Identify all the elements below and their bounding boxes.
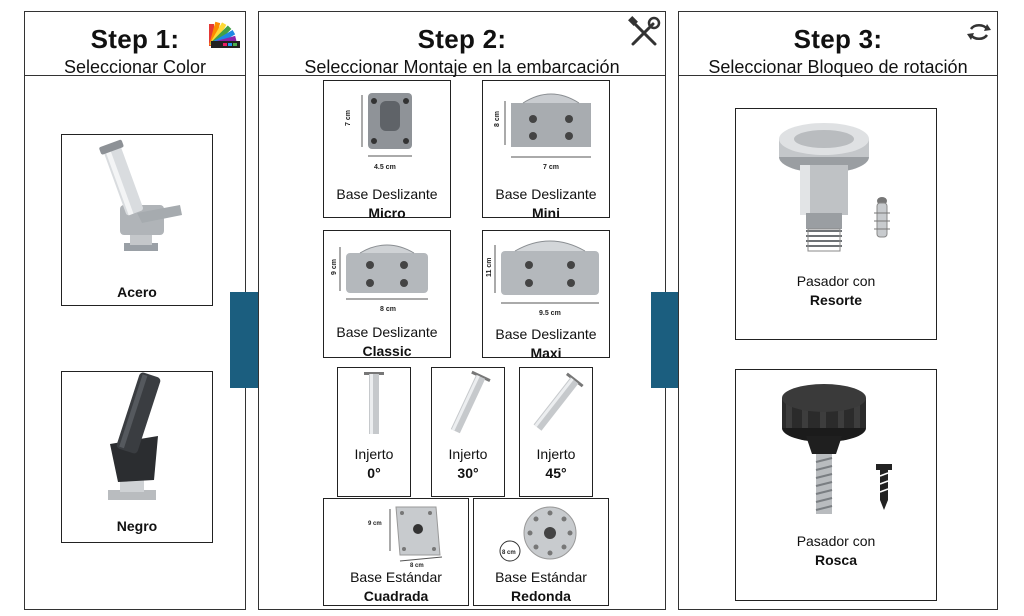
rotate-icon [967, 23, 991, 41]
lock-option-resorte[interactable]: Pasador con Resorte [735, 108, 937, 340]
micro-line2: Micro [368, 205, 406, 221]
micro-base-image: 7 cm 4.5 cm [345, 93, 412, 171]
redonda-base-image: 8 cm [499, 506, 577, 562]
resorte-line1: Pasador con [796, 273, 876, 289]
injerto-45-line2: 45° [545, 465, 567, 481]
classic-base-image: 9 cm 8 cm [331, 244, 428, 313]
micro-line1: Base Deslizante [336, 186, 438, 202]
acero-holder-image [99, 139, 182, 251]
lock-option-rosca[interactable]: Pasador con Rosca [735, 369, 937, 601]
step3-subtitle: Seleccionar Bloqueo de rotación [708, 57, 968, 77]
injerto-0-line1: Injerto [354, 446, 394, 462]
step1-subtitle: Seleccionar Color [63, 57, 207, 77]
step3-title: Step 3: [793, 24, 883, 54]
step3-header: Step 3: Seleccionar Bloqueo de rotación [679, 12, 997, 77]
redonda-line2: Redonda [511, 588, 571, 604]
classic-dim-v: 9 cm [331, 259, 338, 275]
cuadrada-line2: Cuadrada [363, 588, 429, 604]
cuadrada-base-image: 9 cm 8 cm [368, 506, 443, 569]
injerto-45-line1: Injerto [536, 446, 576, 462]
maxi-line1: Base Deslizante [495, 326, 597, 342]
mount-option-micro[interactable]: 7 cm 4.5 cm Base Deslizante Micro [323, 80, 451, 221]
step2-title: Step 2: [417, 24, 507, 54]
mount-option-injerto-30[interactable]: Injerto 30° [431, 367, 505, 497]
step1-panel: Step 1: Seleccionar Color [24, 11, 246, 610]
injerto-30-line1: Injerto [448, 446, 488, 462]
mini-base-image: 8 cm 7 cm [494, 93, 591, 171]
micro-dim-h: 4.5 cm [374, 164, 396, 171]
cuadrada-dim-v: 9 cm [368, 521, 382, 527]
mini-dim-v: 8 cm [494, 111, 501, 127]
step2-subtitle: Seleccionar Montaje en la embarcación [304, 57, 620, 77]
rosca-line1: Pasador con [796, 533, 876, 549]
step2-panel: Step 2: Seleccionar Montaje en la embarc… [258, 11, 666, 610]
step1-header: Step 1: Seleccionar Color [25, 12, 245, 77]
maxi-base-image: 11 cm 9.5 cm [486, 240, 599, 317]
injerto-0-image [364, 372, 384, 434]
injerto-30-line2: 30° [457, 465, 479, 481]
mini-dim-h: 7 cm [543, 164, 559, 171]
cuadrada-dim-h: 8 cm [410, 563, 424, 569]
micro-dim-v: 7 cm [345, 110, 352, 126]
step1-title: Step 1: [90, 24, 180, 54]
step2-header: Step 2: Seleccionar Montaje en la embarc… [259, 12, 665, 77]
mount-option-cuadrada[interactable]: 9 cm 8 cm Base Estándar Cuadrada [323, 498, 469, 606]
classic-line1: Base Deslizante [336, 324, 438, 340]
rosca-line2: Rosca [814, 552, 858, 568]
injerto-30-image [450, 370, 491, 434]
classic-line2: Classic [362, 343, 412, 359]
color-option-acero[interactable]: Acero [61, 134, 213, 306]
maxi-dim-v: 11 cm [486, 258, 493, 277]
redonda-dim: 8 cm [502, 550, 516, 556]
resorte-line2: Resorte [809, 292, 863, 308]
negro-label: Negro [116, 518, 158, 534]
step3-panel: Step 3: Seleccionar Bloqueo de rotación [678, 11, 998, 610]
mount-option-mini[interactable]: 8 cm 7 cm Base Deslizante Mini [482, 80, 610, 221]
mini-line2: Mini [532, 205, 560, 221]
mount-option-injerto-0[interactable]: Injerto 0° [337, 367, 411, 497]
redonda-line1: Base Estándar [495, 569, 587, 585]
mount-option-redonda[interactable]: 8 cm Base Estándar Redonda [473, 498, 609, 606]
acero-label: Acero [117, 284, 157, 300]
color-option-negro[interactable]: Negro [61, 371, 213, 543]
injerto-0-line2: 0° [367, 465, 381, 481]
mount-option-injerto-45[interactable]: Injerto 45° [519, 367, 593, 497]
maxi-line2: Maxi [530, 345, 562, 361]
injerto-45-image [533, 372, 584, 431]
mount-option-maxi[interactable]: 11 cm 9.5 cm Base Deslizante Maxi [482, 230, 610, 361]
mini-line1: Base Deslizante [495, 186, 597, 202]
resorte-pin-image [779, 123, 890, 252]
cuadrada-line1: Base Estándar [350, 569, 442, 585]
negro-holder-image [108, 372, 161, 500]
classic-dim-h: 8 cm [380, 306, 396, 313]
mount-option-classic[interactable]: 9 cm 8 cm Base Deslizante Classic [323, 230, 451, 359]
rosca-pin-image [782, 384, 892, 514]
color-palette-icon [209, 21, 240, 48]
maxi-dim-h: 9.5 cm [539, 310, 561, 317]
tools-icon [628, 16, 661, 46]
